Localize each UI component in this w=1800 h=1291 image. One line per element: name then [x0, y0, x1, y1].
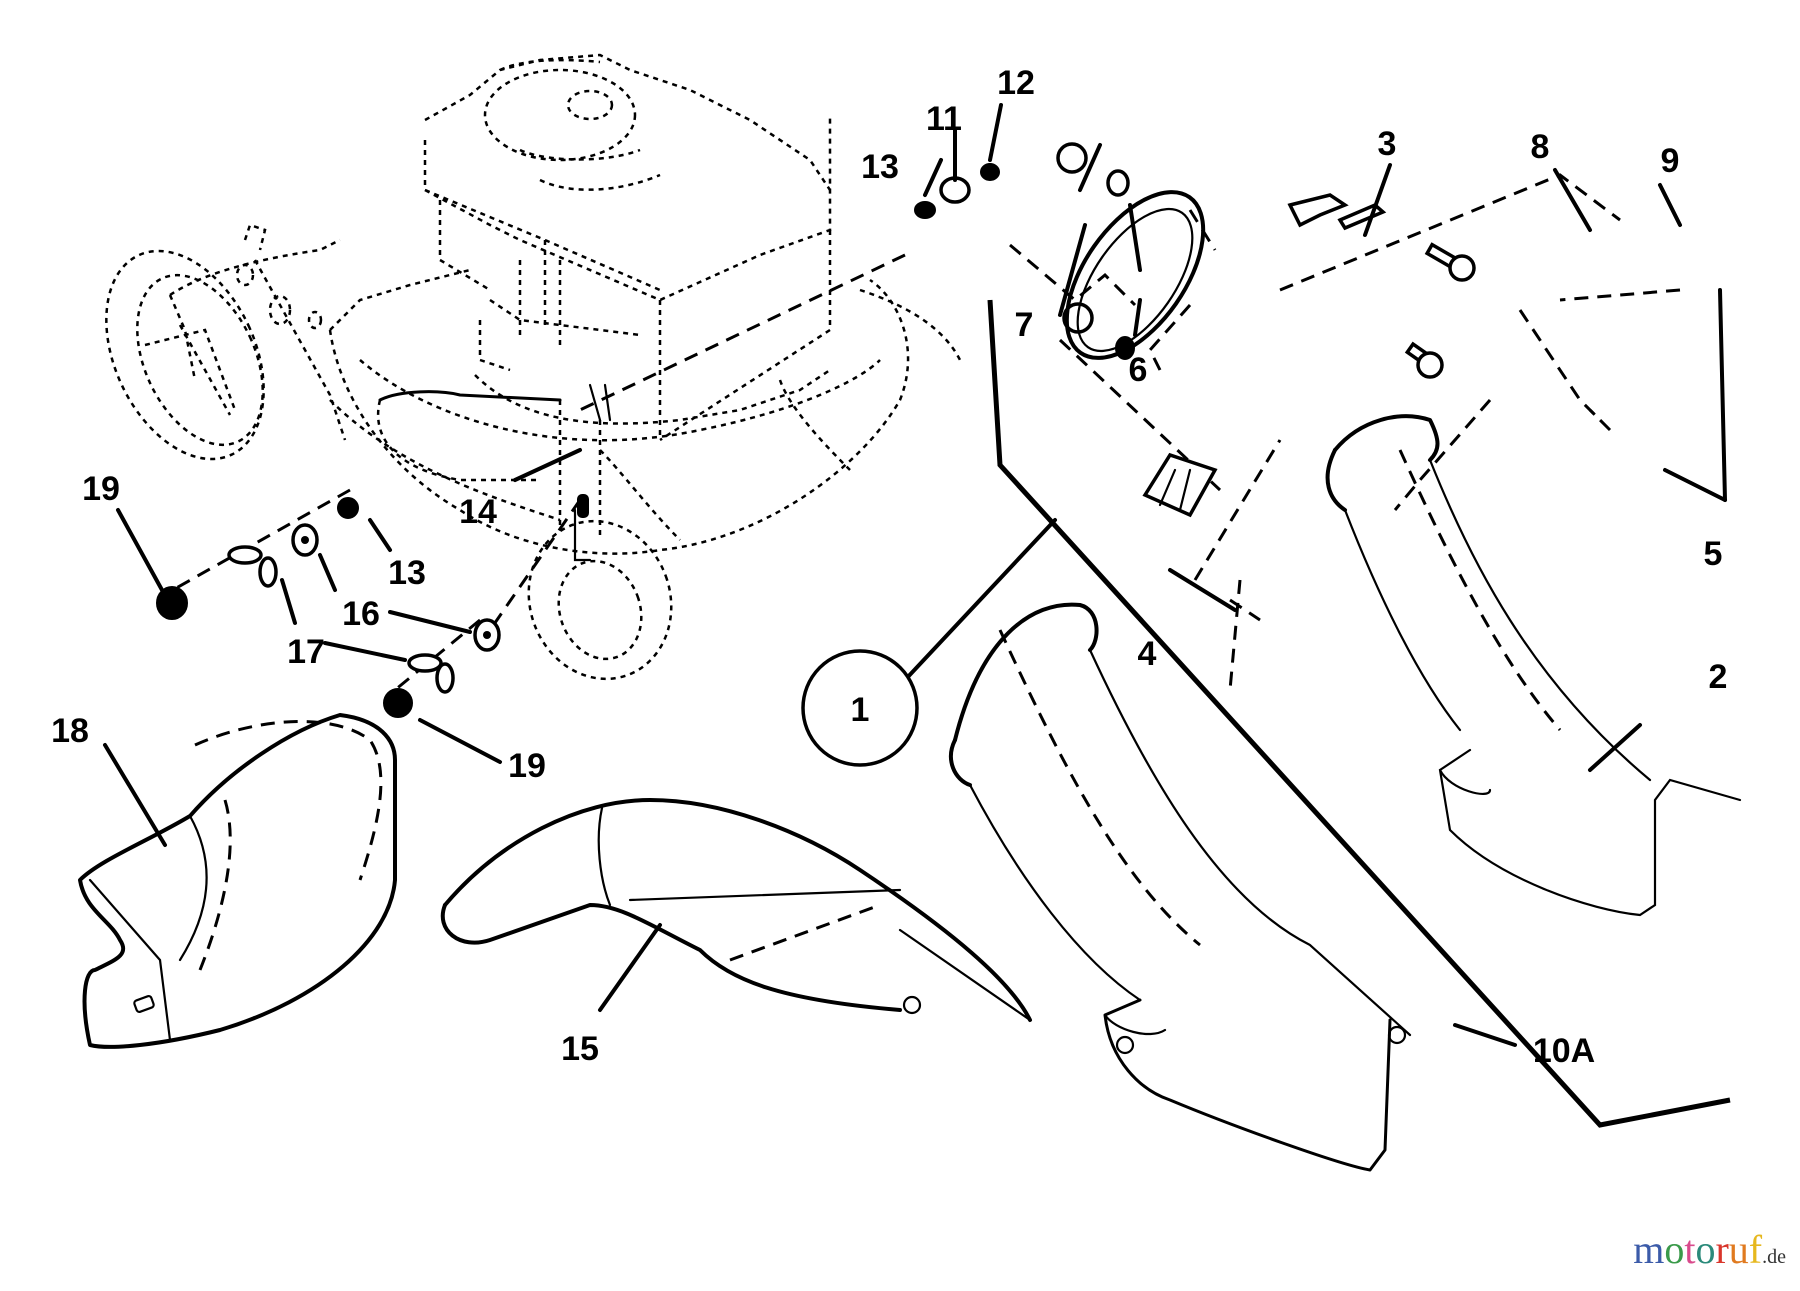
label-19-upper: 19 — [82, 470, 120, 508]
watermark-letter: m — [1633, 1227, 1665, 1272]
watermark-letter: t — [1684, 1227, 1696, 1272]
label-13-lower: 13 — [388, 554, 426, 592]
nut-7-upper — [1056, 142, 1088, 174]
watermark-logo: motoruf.de — [1633, 1226, 1786, 1273]
label-17: 17 — [287, 633, 325, 671]
bracket-8 — [1287, 193, 1349, 228]
lock-nut-19-lower — [383, 688, 413, 718]
label-8: 8 — [1531, 128, 1550, 166]
leader-lines — [103, 103, 1727, 1047]
hinge-4 — [1142, 452, 1218, 518]
discharge-chute-2 — [1325, 414, 1742, 917]
group-callout-circle — [801, 649, 919, 767]
label-11: 11 — [926, 100, 962, 138]
wing-nut-17-lower — [407, 653, 455, 694]
washer-6-upper — [1106, 169, 1130, 197]
watermark-letter: u — [1728, 1227, 1749, 1272]
label-19-lower: 19 — [508, 747, 546, 785]
label-2: 2 — [1709, 658, 1728, 696]
watermark-letter: o — [1664, 1227, 1685, 1272]
rear-deflector-18 — [78, 713, 397, 1049]
label-4: 4 — [1138, 635, 1157, 673]
group-callout-label: 1 — [851, 691, 870, 729]
hardware — [156, 142, 1476, 718]
label-12: 12 — [997, 64, 1035, 102]
label-16: 16 — [342, 595, 380, 633]
watermark-letter: r — [1715, 1227, 1729, 1272]
lock-nut-19-upper — [156, 586, 188, 620]
chute-ring-3 — [1064, 190, 1206, 360]
label-10a: 10A — [1533, 1032, 1595, 1070]
watermark-letter: o — [1695, 1227, 1716, 1272]
label-13-top: 13 — [861, 148, 899, 186]
mower-reference-drawing — [105, 53, 962, 681]
label-5: 5 — [1704, 535, 1723, 573]
label-18: 18 — [51, 712, 89, 750]
screw-5-lower — [1404, 341, 1444, 379]
discharge-chute-10a — [949, 602, 1412, 1172]
assembly-lines — [154, 173, 1681, 692]
watermark-letter: f — [1748, 1227, 1763, 1272]
label-14: 14 — [459, 493, 497, 531]
label-9: 9 — [1661, 142, 1680, 180]
group-frame: 1 — [801, 299, 1731, 1128]
nut-12 — [980, 163, 1000, 181]
side-deflector-15 — [440, 798, 1032, 1022]
label-6: 6 — [1129, 351, 1148, 389]
watermark-tld: .de — [1762, 1246, 1786, 1268]
screw-5-upper — [1424, 242, 1476, 282]
bolt-13-lower — [337, 497, 359, 519]
label-15: 15 — [561, 1030, 599, 1068]
wing-nut-17-upper — [227, 545, 278, 588]
label-7: 7 — [1015, 306, 1034, 344]
label-3: 3 — [1378, 125, 1397, 163]
bolt-13-top — [914, 201, 936, 219]
callout-labels: 12 11 13 3 8 9 7 6 5 4 2 10A 14 13 16 17… — [51, 64, 1727, 1070]
